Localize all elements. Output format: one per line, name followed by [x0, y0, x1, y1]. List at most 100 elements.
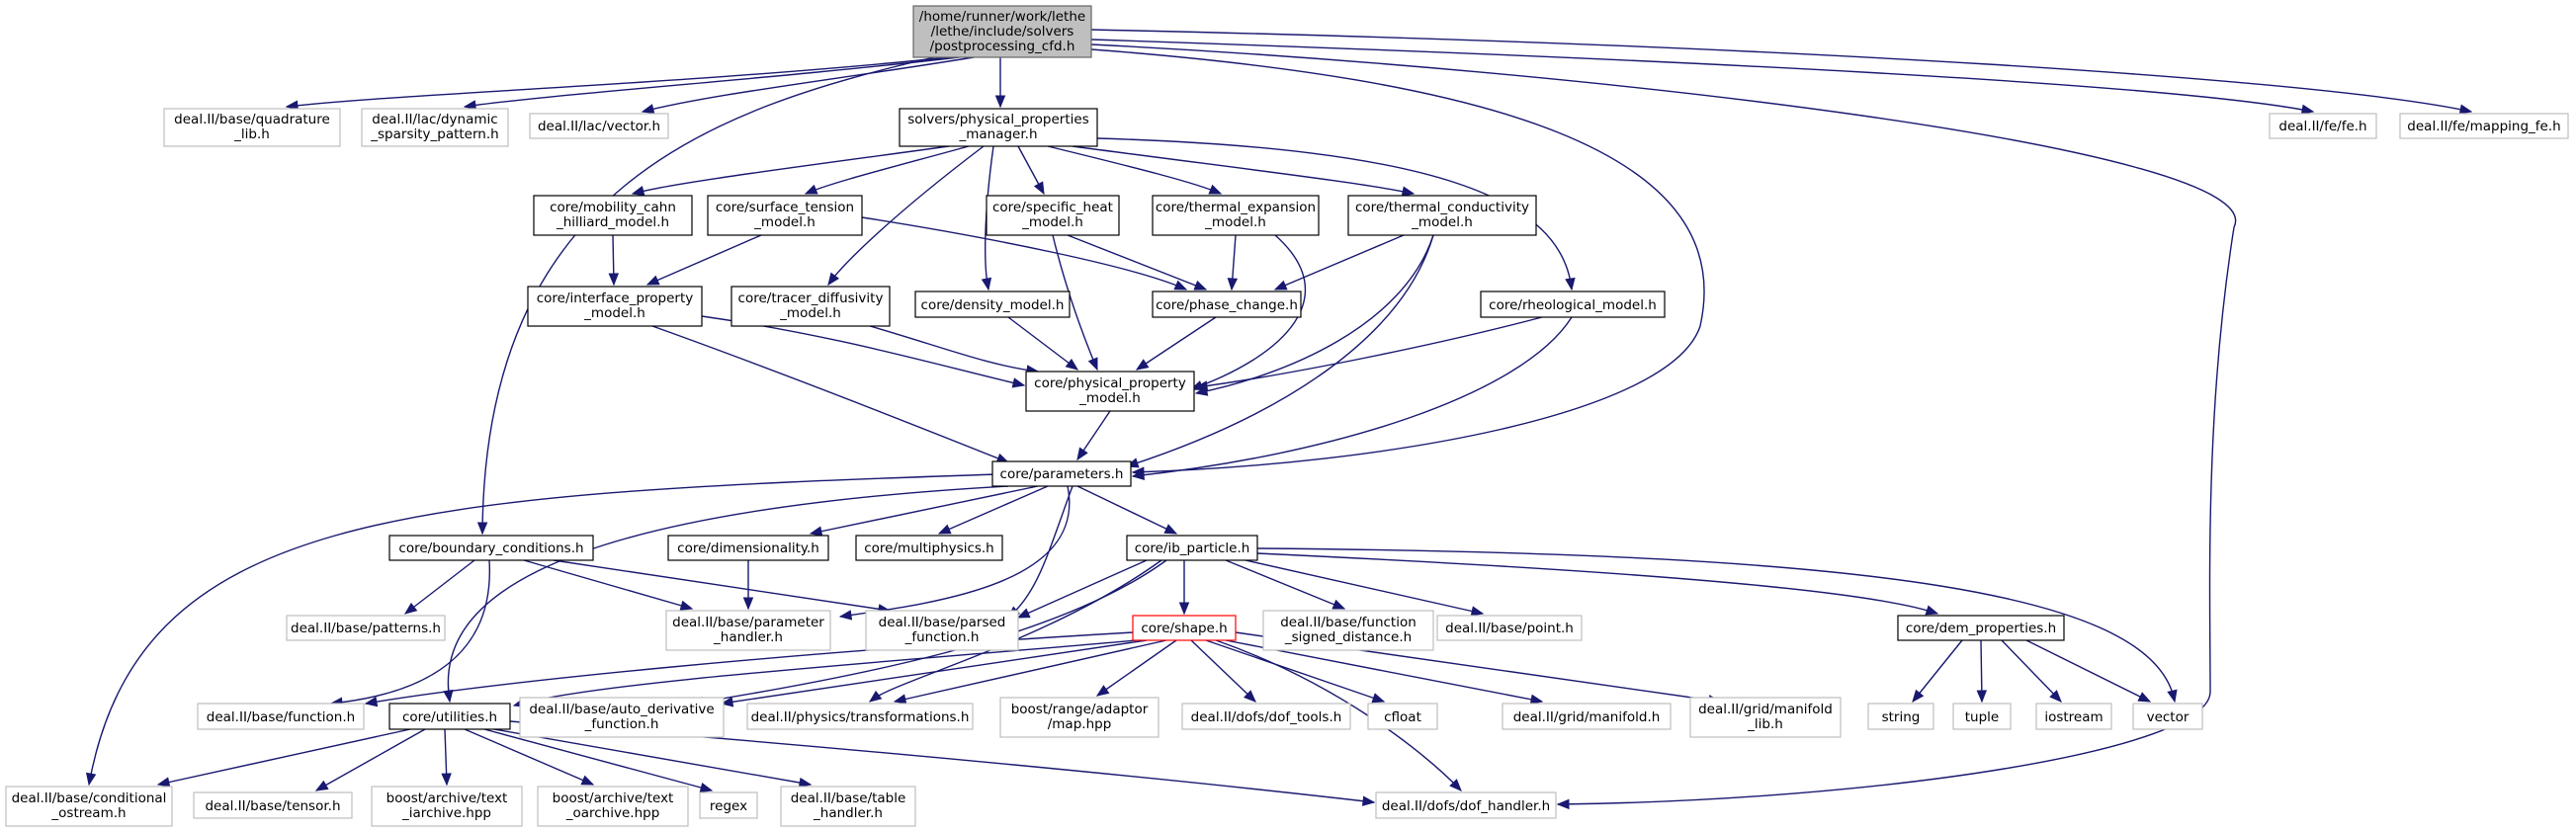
node-dem-properties[interactable]: core/dem_properties.h: [1897, 615, 2065, 641]
node-label: deal.II/lac/dynamic: [372, 112, 497, 127]
node-parameter-handler[interactable]: deal.II/base/parameter _handler.h: [665, 610, 831, 651]
node-regex[interactable]: regex: [699, 791, 758, 819]
node-label: core/shape.h: [1141, 621, 1227, 636]
node-auto-derivative-function[interactable]: deal.II/base/auto_derivative _function.h: [519, 697, 725, 738]
edge-arrowhead: [699, 782, 714, 793]
edge-path: [869, 559, 1162, 703]
edge-path: [1090, 39, 2314, 113]
node-label: /postprocessing_cfd.h: [930, 39, 1075, 54]
edge-path: [1090, 48, 1705, 473]
node-dof-tools[interactable]: deal.II/dofs/dof_tools.h: [1181, 703, 1351, 730]
node-tracer-diffusivity-model[interactable]: core/tracer_diffusivity _model.h: [730, 286, 891, 327]
edge-path: [2001, 639, 2062, 703]
node-mapping-fe[interactable]: deal.II/fe/mapping_fe.h: [2399, 113, 2569, 139]
node-label: deal.II/lac/vector.h: [538, 119, 660, 134]
edge-path: [553, 559, 891, 612]
node-parameters[interactable]: core/parameters.h: [991, 460, 1132, 487]
edge-arrowhead: [1173, 280, 1188, 291]
edge-path: [810, 485, 1039, 535]
node-iostream[interactable]: iostream: [2035, 703, 2112, 730]
edge-arrowhead: [1976, 690, 1988, 704]
node-label: deal.II/base/parameter: [672, 615, 824, 630]
node-function-signed-distance[interactable]: deal.II/base/function _signed_distance.h: [1262, 610, 1434, 651]
node-grid-manifold-lib[interactable]: deal.II/grid/manifold _lib.h: [1689, 697, 1842, 738]
node-boundary-conditions[interactable]: core/boundary_conditions.h: [388, 535, 594, 561]
node-label: _handler.h: [813, 805, 883, 821]
node-patterns[interactable]: deal.II/base/patterns.h: [286, 615, 446, 641]
node-label: deal.II/base/function.h: [207, 709, 355, 725]
node-dof-handler[interactable]: deal.II/dofs/dof_handler.h: [1375, 791, 1557, 819]
node-specific-heat-model[interactable]: core/specific_heat _model.h: [986, 195, 1120, 236]
edge-arrowhead: [1131, 469, 1146, 480]
node-string[interactable]: string: [1867, 703, 1934, 730]
node-multiphysics[interactable]: core/multiphysics.h: [855, 535, 1003, 561]
edge-arrowhead: [580, 775, 595, 786]
edge-path: [1274, 234, 1405, 291]
edge-path: [1256, 552, 1938, 615]
node-vector[interactable]: vector: [2132, 703, 2203, 730]
node-grid-manifold[interactable]: deal.II/grid/manifold.h: [1502, 703, 1672, 730]
edge-path: [1126, 234, 1434, 467]
edge-arrowhead: [1163, 524, 1178, 535]
node-thermal-expansion-model[interactable]: core/thermal_expansion _model.h: [1152, 195, 1320, 236]
node-physical-properties-manager[interactable]: solvers/physical_properties _manager.h: [899, 108, 1098, 147]
edge-arrowhead: [2458, 104, 2473, 115]
node-phase-change[interactable]: core/phase_change.h: [1152, 291, 1302, 318]
node-label: core/mobility_cahn: [550, 200, 676, 215]
node-label: iostream: [2044, 709, 2103, 725]
edge-arrowhead: [403, 602, 418, 615]
node-label: core/tracer_diffusivity: [738, 291, 884, 306]
node-physics-transformations[interactable]: deal.II/physics/transformations.h: [746, 703, 974, 730]
node-dynamic-sparsity[interactable]: deal.II/lac/dynamic _sparsity_pattern.h: [361, 108, 509, 147]
node-fe-fe[interactable]: deal.II/fe/fe.h: [2269, 113, 2377, 139]
node-label: _sparsity_pattern.h: [370, 126, 498, 142]
node-label: deal.II/dofs/dof_handler.h: [1382, 798, 1550, 814]
node-text-iarchive[interactable]: boost/archive/text _iarchive.hpp: [371, 786, 523, 827]
node-lac-vector[interactable]: deal.II/lac/vector.h: [529, 113, 669, 139]
node-shape[interactable]: core/shape.h: [1132, 615, 1237, 641]
edge-path: [646, 234, 762, 286]
node-physical-property-model[interactable]: core/physical_property _model.h: [1025, 371, 1195, 412]
edge-arrowhead: [2137, 692, 2152, 703]
node-label: deal.II/fe/fe.h: [2278, 119, 2366, 134]
node-label: core/specific_heat: [992, 200, 1113, 215]
node-thermal-conductivity-model[interactable]: core/thermal_conductivity _model.h: [1347, 195, 1537, 236]
node-conditional-ostream[interactable]: deal.II/base/conditional _ostream.h: [5, 786, 173, 827]
node-base-point[interactable]: deal.II/base/point.h: [1436, 615, 1583, 641]
node-postprocessing-cfd[interactable]: /home/runner/work/lethe /lethe/include/s…: [912, 5, 1092, 58]
node-surface-tension-model[interactable]: core/surface_tension _model.h: [707, 195, 863, 236]
node-ib-particle[interactable]: core/ib_particle.h: [1126, 535, 1258, 561]
edge-path: [1195, 316, 1543, 388]
node-parsed-function[interactable]: deal.II/base/parsed _function.h: [865, 610, 1019, 651]
edge-arrowhead: [720, 697, 734, 707]
edge-path: [1096, 137, 1573, 291]
node-quadrature-lib[interactable]: deal.II/base/quadrature _lib.h: [163, 108, 341, 147]
node-mobility-cahn-hilliard[interactable]: core/mobility_cahn _hilliard_model.h: [533, 195, 693, 236]
edge-path: [1912, 639, 1963, 703]
node-label: core/rheological_model.h: [1489, 297, 1657, 313]
node-label: _model.h: [1021, 214, 1083, 230]
node-boost-range-map[interactable]: boost/range/adaptor /map.hpp: [999, 697, 1159, 738]
node-label: core/physical_property: [1034, 375, 1186, 391]
edge-path: [632, 145, 950, 195]
node-text-oarchive[interactable]: boost/archive/text _oarchive.hpp: [537, 786, 689, 827]
node-label: core/interface_property: [537, 291, 694, 306]
node-dimensionality[interactable]: core/dimensionality.h: [667, 535, 829, 561]
node-utilities[interactable]: core/utilities.h: [388, 703, 511, 730]
node-label: /home/runner/work/lethe: [919, 9, 1085, 25]
edge-path: [1072, 145, 1415, 195]
node-label: cfloat: [1384, 709, 1421, 725]
node-tuple[interactable]: tuple: [1952, 703, 2012, 730]
node-base-function[interactable]: deal.II/base/function.h: [197, 703, 365, 730]
edge-arrowhead: [742, 597, 754, 611]
node-label: _function.h: [904, 629, 980, 645]
node-rheological-model[interactable]: core/rheological_model.h: [1480, 291, 1666, 318]
node-interface-property-model[interactable]: core/interface_property _model.h: [527, 286, 703, 327]
edge-arrowhead: [1135, 359, 1150, 371]
node-table-handler[interactable]: deal.II/base/table _handler.h: [780, 786, 916, 827]
node-density-model[interactable]: core/density_model.h: [914, 291, 1071, 318]
node-cfloat[interactable]: cfloat: [1367, 703, 1438, 730]
node-base-tensor[interactable]: deal.II/base/tensor.h: [193, 791, 353, 819]
node-label: core/density_model.h: [921, 297, 1065, 313]
